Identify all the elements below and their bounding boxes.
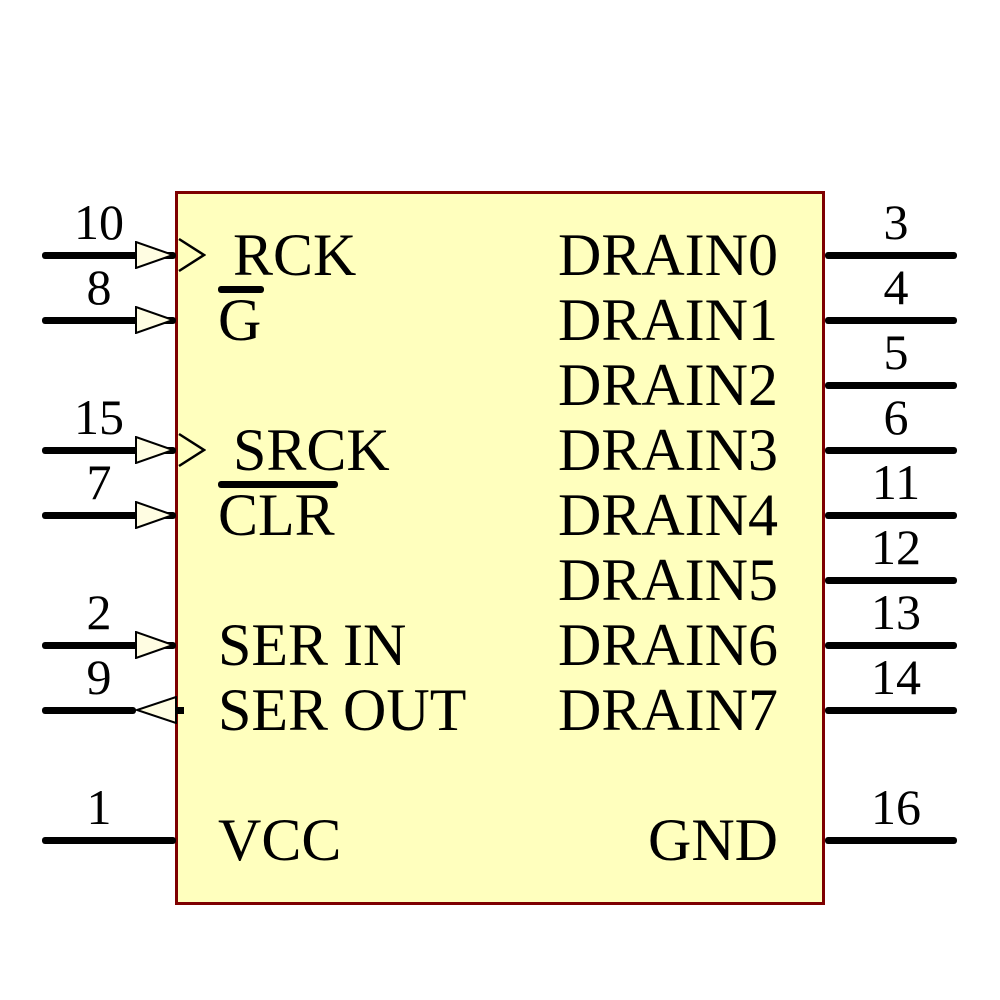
pin-10-clock-icon: [178, 237, 206, 273]
pin-15-label: SRCK: [233, 417, 390, 483]
pin-16-line[interactable]: [825, 836, 957, 844]
pin-10-number: 10: [74, 194, 124, 250]
pin-1-label: VCC: [218, 807, 342, 873]
pin-12-line[interactable]: [825, 576, 957, 584]
pin-11-label: DRAIN4: [558, 482, 778, 548]
pin-16-number: 16: [871, 779, 921, 835]
pin-3-label: DRAIN0: [558, 222, 778, 288]
pin-15-number: 15: [74, 389, 124, 445]
pin-2-line[interactable]: [42, 641, 176, 649]
pin-13-line[interactable]: [825, 641, 957, 649]
pin-15-input-arrow-icon: [135, 436, 175, 464]
pin-7-number: 7: [86, 454, 112, 510]
pin-13-label: DRAIN6: [558, 612, 778, 678]
pin-6-number: 6: [883, 389, 909, 445]
component-body[interactable]: [175, 191, 825, 905]
pin-12-label: DRAIN5: [558, 547, 778, 613]
pin-11-number: 11: [871, 454, 921, 510]
pin-14-line[interactable]: [825, 706, 957, 714]
pin-1-number: 1: [86, 779, 112, 835]
pin-2-number: 2: [86, 584, 112, 640]
pin-2-input-arrow-icon: [135, 631, 175, 659]
pin-8-label: G: [218, 287, 262, 353]
pin-6-label: DRAIN3: [558, 417, 778, 483]
pin-5-line[interactable]: [825, 381, 957, 389]
pin-12-number: 12: [871, 519, 921, 575]
pin-8-line[interactable]: [42, 316, 176, 324]
pin-6-line[interactable]: [825, 446, 957, 454]
pin-13-number: 13: [871, 584, 921, 640]
pin-7-label: CLR: [218, 482, 335, 548]
pin-5-label: DRAIN2: [558, 352, 778, 418]
pin-9-line[interactable]: [42, 706, 136, 714]
pin-15-clock-icon: [178, 432, 206, 468]
pin-2-label: SER IN: [218, 612, 407, 678]
pin-9-line-stub: [176, 706, 184, 714]
pin-3-number: 3: [883, 194, 909, 250]
pin-9-number: 9: [86, 649, 112, 705]
pin-8-input-arrow-icon: [135, 306, 175, 334]
pin-16-label: GND: [648, 807, 778, 873]
pin-10-label: RCK: [233, 222, 357, 288]
pin-15-line[interactable]: [42, 446, 176, 454]
pin-3-line[interactable]: [825, 251, 957, 259]
pin-14-label: DRAIN7: [558, 677, 778, 743]
pin-4-line[interactable]: [825, 316, 957, 324]
pin-7-line[interactable]: [42, 511, 176, 519]
pin-10-line[interactable]: [42, 251, 176, 259]
pin-7-overline: [218, 481, 338, 488]
pin-8-number: 8: [86, 259, 112, 315]
pin-14-number: 14: [871, 649, 921, 705]
pin-1-line[interactable]: [42, 836, 176, 844]
pin-10-input-arrow-icon: [135, 241, 175, 269]
pin-4-number: 4: [883, 259, 909, 315]
pin-8-overline: [218, 286, 264, 293]
pin-4-label: DRAIN1: [558, 287, 778, 353]
pin-9-output-arrow-icon: [135, 696, 177, 724]
pin-5-number: 5: [883, 324, 909, 380]
pin-9-label: SER OUT: [218, 677, 467, 743]
pin-11-line[interactable]: [825, 511, 957, 519]
pin-7-input-arrow-icon: [135, 501, 175, 529]
